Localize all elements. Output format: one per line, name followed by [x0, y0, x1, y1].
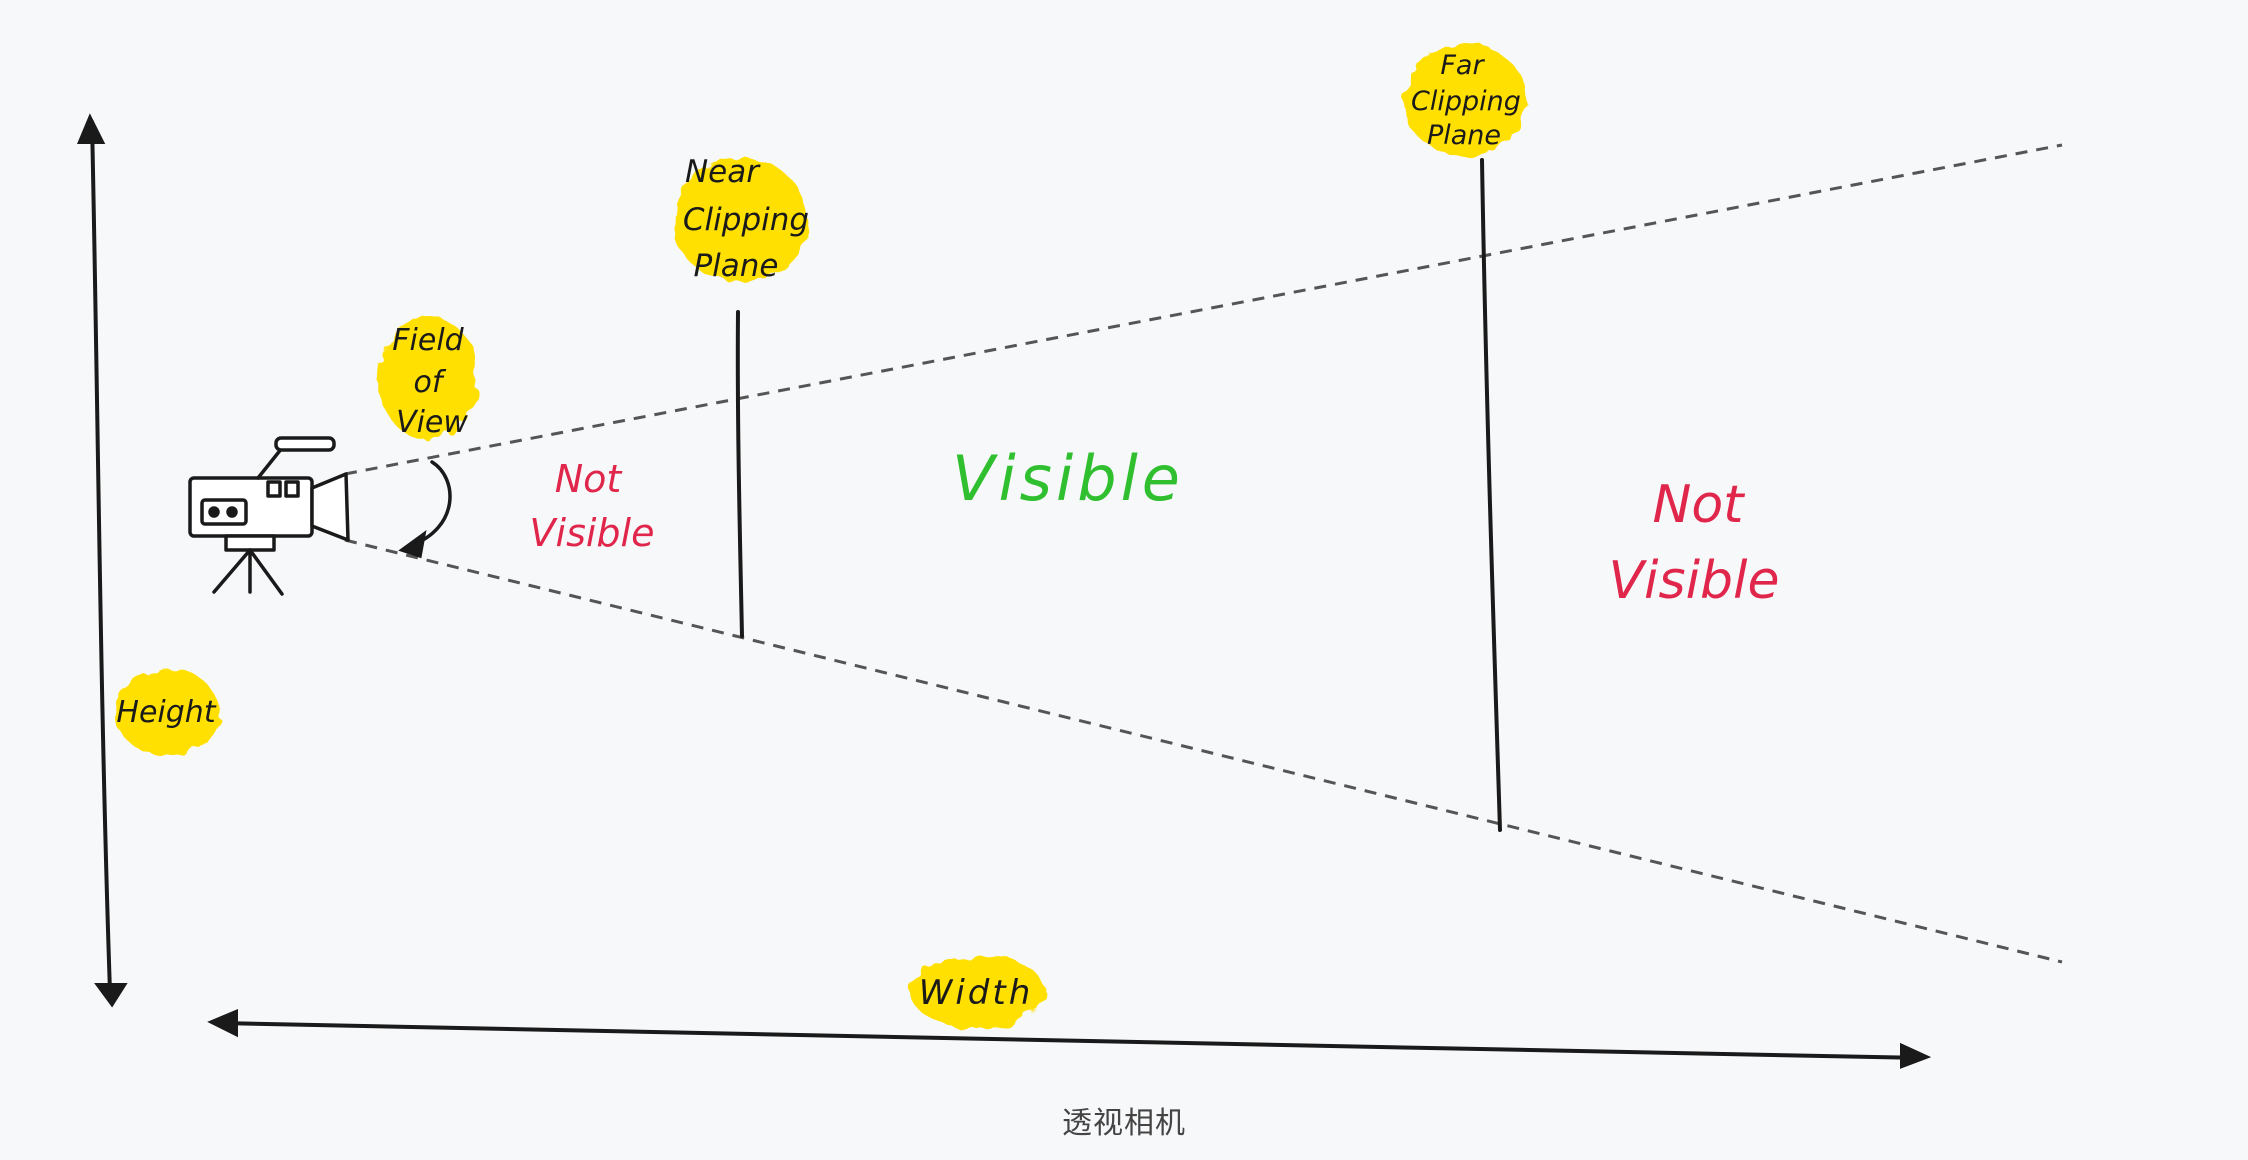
not-visible-right-label: Not Visible	[1608, 475, 1779, 611]
fov-highlight	[378, 316, 478, 440]
fov-arc	[398, 460, 452, 559]
fov-label-line-2: of	[414, 365, 447, 400]
near-plane-label-line-2: Clipping	[683, 202, 809, 238]
far-plane-label-line-2: Clipping	[1411, 86, 1521, 117]
not-visible-left-label: Not Visible	[530, 457, 655, 555]
far-plane-label-line-3: Plane	[1427, 120, 1501, 151]
highlights	[115, 44, 1527, 1028]
not-visible-right-line-1: Not	[1652, 475, 1745, 535]
fov-label-line-3: View	[396, 405, 468, 440]
height-axis-bottom-arrow-icon	[94, 983, 128, 1008]
width-highlight	[910, 956, 1046, 1028]
frustum-lines	[344, 143, 2063, 964]
height-axis	[77, 113, 128, 1008]
not-visible-left-line-1: Not	[555, 457, 624, 501]
height-highlight	[115, 668, 219, 756]
width-label: Width	[919, 973, 1034, 1013]
far-plane-label: Far Clipping Plane	[1411, 50, 1521, 151]
far-clipping-plane-line	[1480, 158, 1502, 832]
fov-label-line-1: Field	[392, 323, 464, 358]
visible-label: Visible	[952, 442, 1184, 515]
not-visible-left-line-2: Visible	[530, 511, 655, 555]
far-plane-label-line-1: Far	[1440, 50, 1485, 81]
near-plane-label: Near Clipping Plane	[683, 154, 809, 284]
camera-icon	[188, 436, 350, 596]
width-axis-left-arrow-icon	[207, 1009, 238, 1038]
near-clipping-plane-line	[735, 310, 744, 638]
height-label: Height	[116, 695, 216, 730]
fov-label: Field of View	[392, 323, 468, 440]
height-axis-top-arrow-icon	[77, 113, 106, 144]
frustum-bottom-line	[344, 538, 2063, 964]
figure-caption: 透视相机	[1062, 1106, 1186, 1141]
near-plane-highlight	[672, 158, 808, 282]
not-visible-right-line-2: Visible	[1608, 551, 1779, 611]
near-plane-label-line-1: Near	[685, 154, 761, 190]
fov-arrow-icon	[398, 530, 427, 559]
far-plane-highlight	[1403, 44, 1527, 156]
width-axis	[207, 1009, 1932, 1069]
width-axis-right-arrow-icon	[1900, 1042, 1932, 1069]
frustum-top-line	[344, 143, 2063, 476]
near-plane-label-line-3: Plane	[693, 248, 778, 284]
